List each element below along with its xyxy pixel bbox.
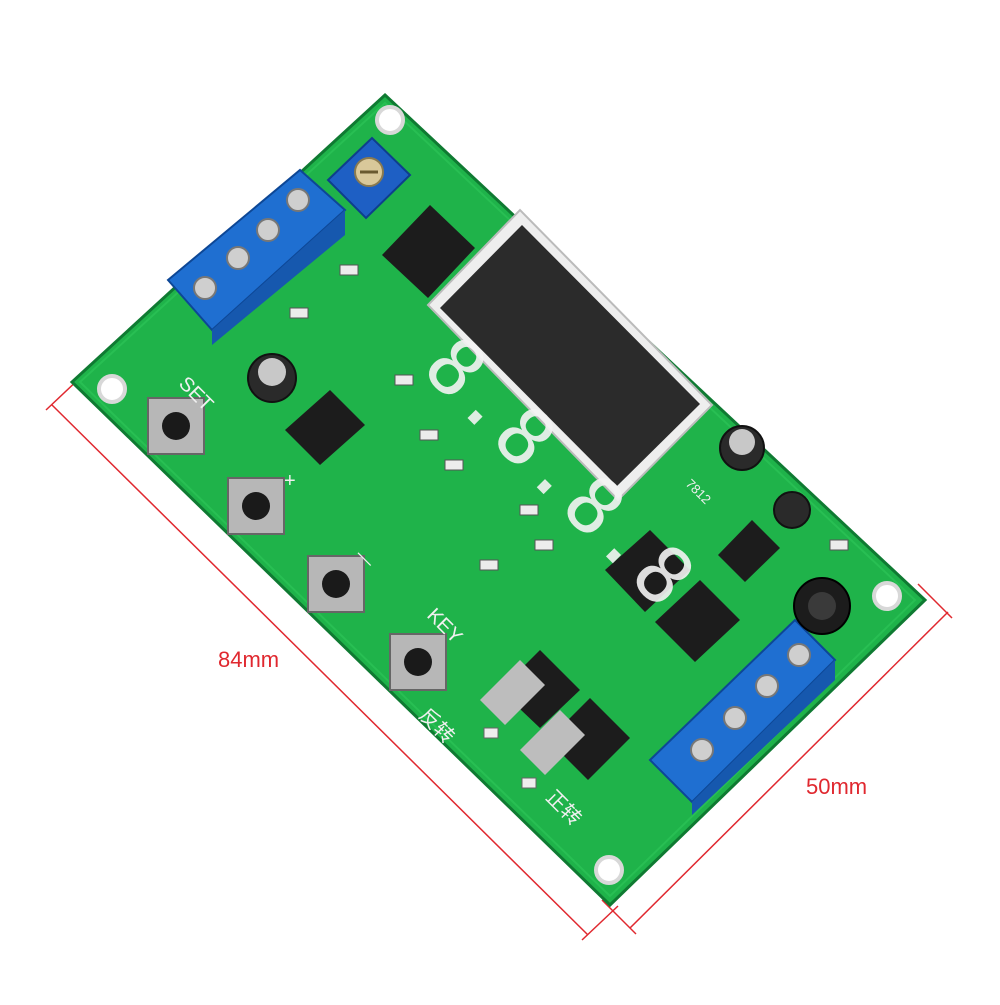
potentiometer <box>326 136 412 220</box>
dimension-line-width <box>601 583 953 935</box>
dimension-width-label: 50mm <box>806 774 868 799</box>
status-leds <box>483 727 537 789</box>
integrated-circuits <box>285 205 780 582</box>
smd-components <box>289 264 849 571</box>
power-transistors <box>480 530 740 780</box>
seven-segment-display <box>426 208 714 502</box>
dimension-length-label: 84mm <box>218 647 280 672</box>
electrolytic-capacitors <box>247 353 811 529</box>
terminal-block-output <box>648 618 837 815</box>
mounting-holes <box>97 105 902 885</box>
terminal-block-input <box>166 168 347 345</box>
tactile-buttons <box>147 397 447 691</box>
silkscreen-plus-label: + <box>284 470 296 492</box>
inductor <box>793 577 851 635</box>
